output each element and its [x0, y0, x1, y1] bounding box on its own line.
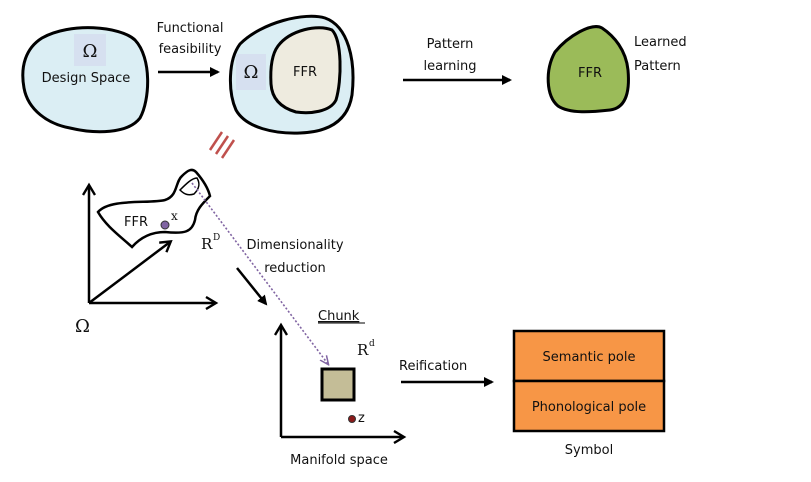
dimensionality-reduction-arrow — [236, 267, 268, 306]
learned-pattern-label-line2: Pattern — [634, 59, 681, 74]
feasible-space-omega-box — [236, 54, 266, 90]
design-space-label: Design Space — [42, 71, 131, 86]
reification-label: Reification — [399, 359, 467, 374]
high-dim-space-label: R — [201, 235, 213, 253]
high-dim-ffr-inner-shape — [178, 177, 200, 196]
dimensionality-reduction-label-line2: reduction — [264, 261, 326, 276]
feasible-space-omega: Ω — [244, 62, 259, 83]
point-z-label: z — [358, 411, 365, 426]
learned-pattern-ffr-label: FFR — [578, 66, 602, 81]
manifold-axis-label: Manifold space — [290, 453, 388, 468]
high-dim-z-axis — [88, 242, 170, 304]
manifold-space-label: R — [357, 341, 369, 359]
semantic-pole-box — [512, 329, 666, 383]
ffr-region-shape — [269, 26, 342, 115]
pattern-learning-label-line2: learning — [423, 59, 476, 74]
pattern-learning-label-line1: Pattern — [427, 37, 474, 52]
design-space-shape — [21, 26, 150, 134]
dimensionality-reduction-label-line1: Dimensionality — [246, 238, 343, 253]
phonological-pole-box — [512, 379, 666, 433]
manifold-space-sup: d — [369, 339, 375, 349]
high-dim-space-sup: D — [213, 233, 220, 243]
point-x — [160, 220, 170, 230]
functional-feasibility-label-line1: Functional — [157, 21, 224, 36]
high-dim-origin-label: Ω — [75, 316, 90, 337]
point-x-label: x — [171, 209, 178, 223]
symbol-caption: Symbol — [565, 443, 613, 458]
point-z — [348, 415, 356, 423]
chunk-square — [320, 367, 356, 402]
design-space-omega-box — [74, 34, 106, 66]
phonological-pole-label: Phonological pole — [532, 400, 646, 415]
design-space-omega: Ω — [83, 41, 98, 62]
equivalence-marks — [208, 131, 236, 159]
projection-dotted-arrow — [191, 182, 328, 364]
chunk-label: Chunk — [318, 309, 360, 324]
high-dim-ffr-label: FFR — [124, 215, 148, 230]
functional-feasibility-label-line2: feasibility — [159, 42, 222, 57]
ffr-region-label: FFR — [293, 65, 317, 80]
learned-pattern-shape — [546, 25, 630, 114]
learned-pattern-label-line1: Learned — [634, 35, 687, 50]
semantic-pole-label: Semantic pole — [543, 350, 636, 365]
